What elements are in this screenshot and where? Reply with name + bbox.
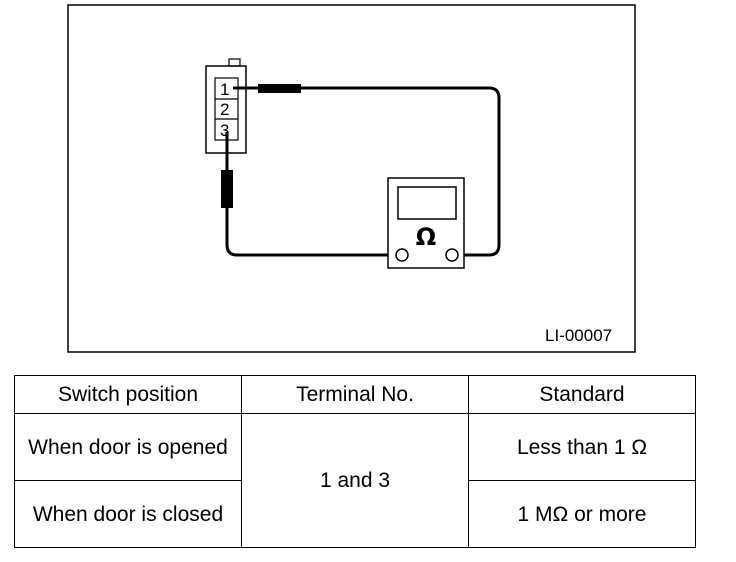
ohmmeter: Ω xyxy=(387,177,465,269)
pin-2-label: 2 xyxy=(220,100,229,119)
terminal-cell: 1 and 3 xyxy=(241,413,469,548)
table-row: When door is opened 1 and 3 Less than 1 … xyxy=(14,413,696,548)
meter-display xyxy=(397,186,457,220)
ohm-symbol: Ω xyxy=(416,223,436,251)
upper-lead xyxy=(233,84,501,257)
spec-table: Switch position Terminal No. Standard Wh… xyxy=(14,375,696,548)
circuit-diagram: 1 2 3 Ω xyxy=(67,4,636,353)
lower-lead xyxy=(221,132,396,257)
pin-3-label: 3 xyxy=(220,121,229,140)
row-opened-standard: Less than 1 Ω xyxy=(468,413,696,481)
row-opened-position: When door is opened xyxy=(14,413,242,481)
table-header-row: Switch position Terminal No. Standard xyxy=(14,375,696,414)
meter-terminal-right xyxy=(445,248,459,262)
header-standard: Standard xyxy=(468,375,696,414)
table-row: When door is closed 1 MΩ or more xyxy=(14,480,696,548)
row-closed-position: When door is closed xyxy=(14,480,242,548)
upper-probe xyxy=(258,84,301,93)
header-switch-position: Switch position xyxy=(14,375,242,414)
header-terminal-no: Terminal No. xyxy=(241,375,469,414)
figure-code: LI-00007 xyxy=(545,326,613,345)
lower-probe xyxy=(221,170,233,208)
meter-terminal-left xyxy=(395,248,409,262)
pin-1-label: 1 xyxy=(220,80,229,99)
row-closed-standard: 1 MΩ or more xyxy=(468,480,696,548)
figure-frame xyxy=(67,4,636,353)
